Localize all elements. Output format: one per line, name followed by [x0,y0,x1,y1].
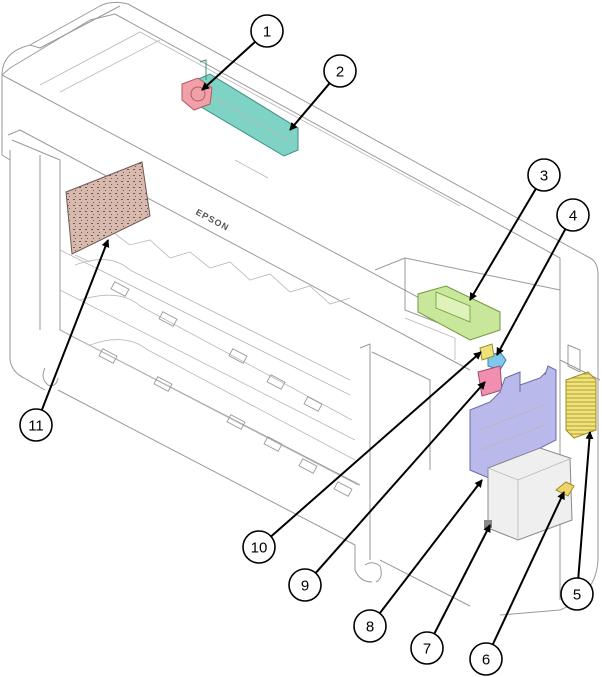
callout-1-label: 1 [263,24,271,41]
callout-8-label: 8 [366,619,374,636]
callout-9-leader [314,381,486,574]
paper-basket [59,229,359,497]
part-3-control-panel [417,285,501,341]
callout-1-leader [201,41,256,91]
part-2-bracket [195,59,299,157]
callout-11-label: 11 [28,418,44,435]
callout-11-circle [19,408,53,442]
callout-10-leader [270,351,482,538]
callout-11-leader [40,239,110,411]
callout-3-circle [527,158,561,192]
callout-6-circle [469,642,503,676]
callout-7-circle [410,631,444,665]
callout-3-leader [469,188,537,301]
callout-10-label: 10 [251,540,268,557]
callout-9-circle [288,568,322,602]
callout-5-circle [560,577,594,611]
callout-7-label: 7 [423,641,431,658]
callout-4-leader [496,228,567,356]
callout-6-label: 6 [482,652,490,669]
part-9-board [477,365,503,397]
callout-10-circle [242,530,276,564]
callout-4-label: 4 [569,208,577,225]
callouts: 1 2 3 4 5 6 7 8 9 10 11 [19,14,594,676]
brand-label: EPSON [194,207,231,233]
callout-2-label: 2 [336,64,344,81]
callout-5-leader [577,431,594,579]
part-5-heatsink [565,371,597,439]
callout-2-leader [289,82,331,131]
callout-5-label: 5 [573,587,581,604]
part-11-main-board [65,161,151,255]
callout-2-circle [323,54,357,88]
callout-8-leader [378,479,483,614]
callout-8-circle [353,609,387,643]
callout-1-circle [250,14,284,48]
callout-6-leader [491,491,565,645]
callout-9-label: 9 [301,578,309,595]
callout-7-leader [433,524,491,635]
callout-3-label: 3 [540,168,548,185]
callout-4-circle [556,198,590,232]
